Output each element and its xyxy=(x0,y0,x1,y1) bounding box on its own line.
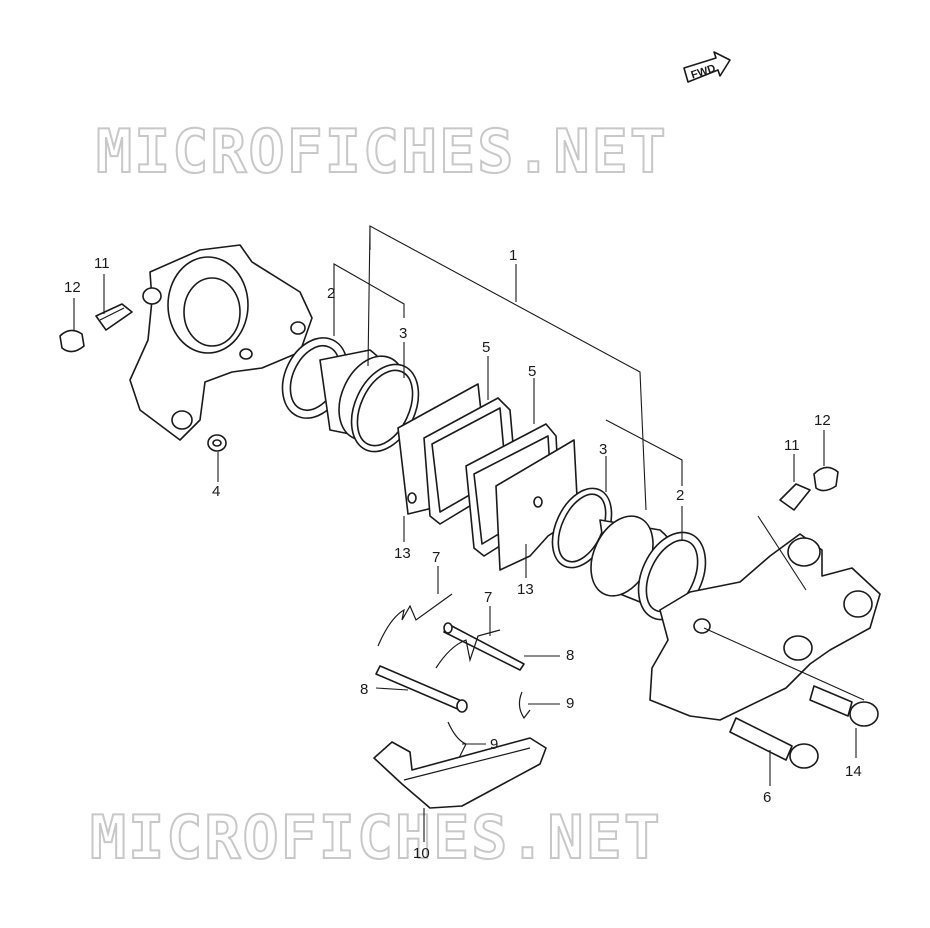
callout-11: 11 xyxy=(784,437,800,454)
mounting-bolt xyxy=(809,685,879,727)
callout-14: 14 xyxy=(845,763,862,780)
watermark-bottom: MICROFICHES.NET xyxy=(90,803,662,873)
callout-1: 1 xyxy=(509,247,517,264)
callout-5: 5 xyxy=(482,339,490,356)
leader-lines xyxy=(73,225,865,842)
right-caliper-housing xyxy=(649,533,881,721)
callout-8: 8 xyxy=(360,681,368,698)
right-bleeder-cap xyxy=(813,466,839,492)
callout-labels: 1 2 2 3 3 4 5 5 6 7 7 8 8 9 9 10 11 11 1… xyxy=(64,247,862,862)
callout-4: 4 xyxy=(212,483,220,500)
callout-3: 3 xyxy=(399,325,407,342)
watermark-top: MICROFICHES.NET xyxy=(96,117,668,187)
retaining-clip-a xyxy=(518,691,531,720)
left-caliper-housing xyxy=(129,244,313,441)
caliper-bolt xyxy=(729,717,819,769)
callout-11: 11 xyxy=(94,255,110,272)
callout-13: 13 xyxy=(517,581,534,598)
left-bleeder-cap xyxy=(59,329,85,353)
retaining-clip-b xyxy=(447,721,467,761)
callout-13: 13 xyxy=(394,545,411,562)
callout-2: 2 xyxy=(327,285,335,302)
callout-12: 12 xyxy=(64,279,81,296)
callout-6: 6 xyxy=(763,789,771,806)
pad-cover xyxy=(373,737,547,809)
left-bleeder-screw xyxy=(95,303,133,331)
fwd-arrow-icon: FWD xyxy=(683,51,731,83)
spring-clip-upper xyxy=(377,593,453,647)
right-bleeder-screw xyxy=(779,483,811,511)
callout-7: 7 xyxy=(484,589,492,606)
callout-5: 5 xyxy=(528,363,536,380)
pad-pin-lower xyxy=(375,665,468,713)
right-pad-shim xyxy=(495,439,579,571)
callout-8: 8 xyxy=(566,647,574,664)
callout-3: 3 xyxy=(599,441,607,458)
callout-10: 10 xyxy=(413,845,430,862)
spring-clip-lower xyxy=(435,629,501,669)
callout-12: 12 xyxy=(814,412,831,429)
callout-9: 9 xyxy=(566,695,574,712)
pad-pin-upper xyxy=(443,622,525,671)
callout-2: 2 xyxy=(676,487,684,504)
callout-9: 9 xyxy=(490,736,498,753)
callout-7: 7 xyxy=(432,549,440,566)
washer xyxy=(207,434,227,452)
